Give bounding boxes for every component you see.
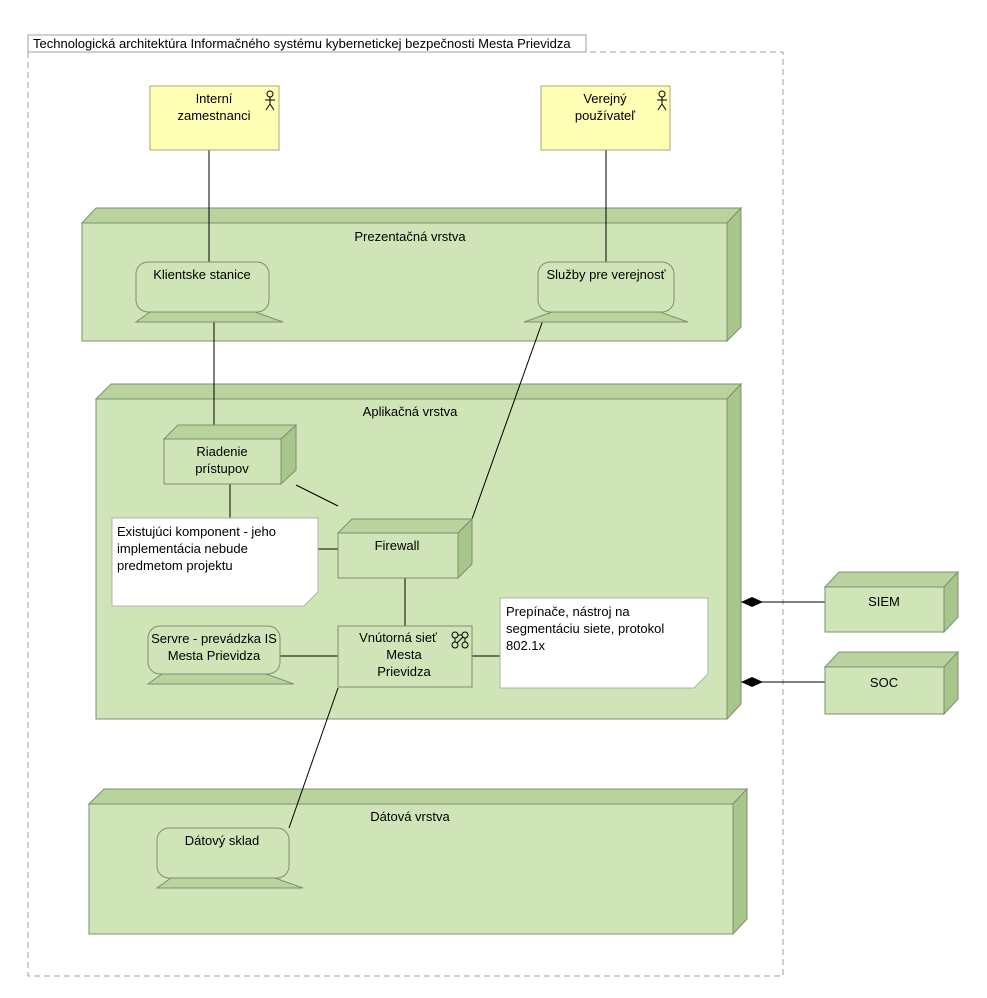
node-internal-network[interactable]: Vnútorná sieť Mesta Prievidza (337, 625, 473, 688)
group-title: Technologická architektúra Informačného … (33, 36, 571, 51)
aggregation-diamond-siem (741, 597, 763, 607)
datastore-label: Dátový sklad (185, 833, 259, 848)
siem-label: SIEM (868, 594, 900, 609)
access-line2: prístupov (195, 461, 249, 476)
note-existing-component[interactable]: Existujúci komponent - jeho implementáci… (111, 517, 319, 607)
network-line3: Prievidza (377, 664, 431, 679)
node-soc[interactable]: SOC (823, 650, 960, 716)
connector-network-datastore (288, 687, 339, 829)
network-icon (451, 631, 469, 649)
actor-public-user[interactable]: Verejný používateľ (540, 85, 671, 151)
device-public-services[interactable]: Služby pre verejnosť (523, 261, 689, 323)
actor-icon (265, 90, 275, 111)
actor-public-line1: Verejný (583, 91, 627, 106)
device-client-stations[interactable]: Klientske stanice (134, 261, 284, 323)
access-line1: Riadenie (196, 444, 247, 459)
servers-line1: Servre - prevádzka IS (151, 631, 277, 646)
device-clients-label: Klientske stanice (153, 267, 251, 282)
note-switches-line2: segmentáciu siete, protokol (506, 621, 664, 636)
node-siem[interactable]: SIEM (823, 570, 960, 634)
aggregation-diamond-soc (741, 677, 763, 687)
soc-label: SOC (870, 675, 898, 690)
connections (208, 150, 825, 829)
application-layer-label: Aplikačná vrstva (363, 404, 458, 419)
node-firewall[interactable]: Firewall (336, 517, 474, 580)
architecture-group[interactable]: Technologická architektúra Informačného … (27, 34, 784, 977)
note-switches[interactable]: Prepínače, nástroj na segmentáciu siete,… (499, 597, 709, 689)
connector-services-firewall (471, 319, 544, 520)
connector-access-firewall (295, 484, 339, 507)
note-existing-line2: implementácia nebude (117, 541, 248, 556)
note-existing-line1: Existujúci komponent - jeho (117, 524, 276, 539)
data-layer-label: Dátová vrstva (370, 809, 450, 824)
actor-internal-line2: zamestnanci (178, 108, 251, 123)
device-public-services-label: Služby pre verejnosť (546, 267, 665, 282)
actor-public-line2: používateľ (575, 108, 635, 123)
presentation-layer-label: Prezentačná vrstva (354, 229, 466, 244)
actor-icon (657, 90, 667, 111)
device-datastore[interactable]: Dátový sklad (155, 827, 304, 889)
actor-internal-line1: Interní (196, 91, 233, 106)
note-switches-line1: Prepínače, nástroj na (506, 604, 630, 619)
network-line2: Mesta (386, 647, 422, 662)
firewall-label: Firewall (375, 538, 420, 553)
note-switches-line3: 802.1x (506, 638, 546, 653)
device-servers[interactable]: Servre - prevádzka IS Mesta Prievidza (146, 625, 295, 685)
actor-internal-employees[interactable]: Interní zamestnanci (149, 85, 280, 151)
servers-line2: Mesta Prievidza (168, 648, 261, 663)
note-existing-line3: predmetom projektu (117, 558, 233, 573)
network-line1: Vnútorná sieť (359, 630, 437, 645)
node-access-control[interactable]: Riadenie prístupov (162, 423, 298, 486)
